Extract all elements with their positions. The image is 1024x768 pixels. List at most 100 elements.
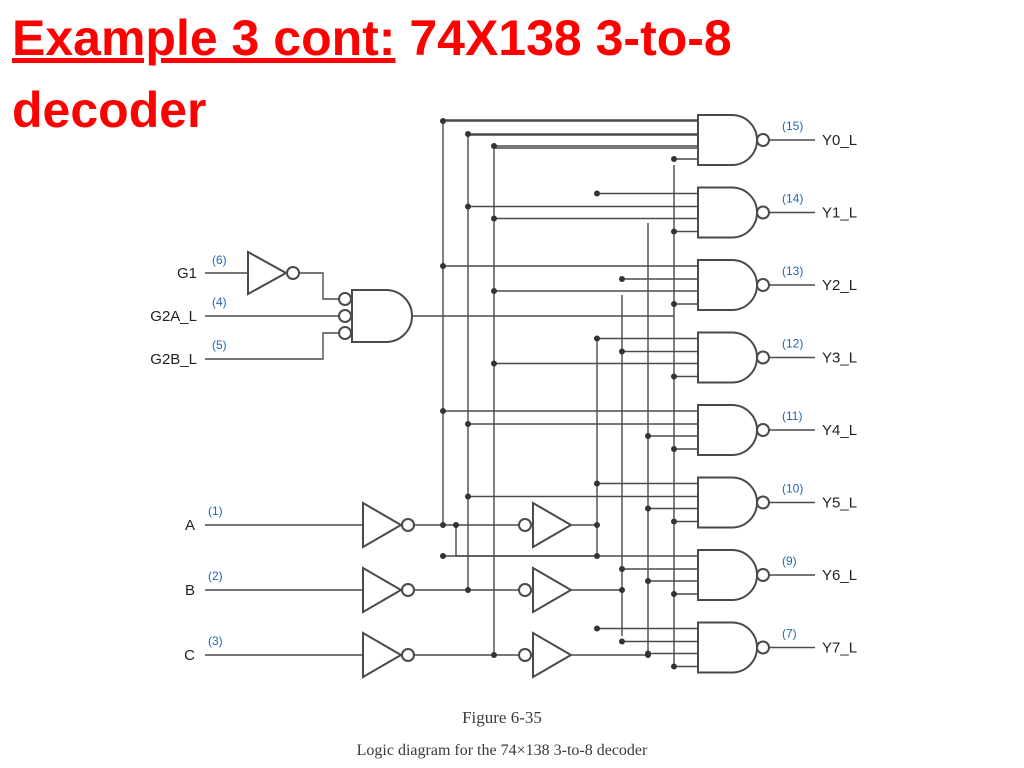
nand-gate-y1 bbox=[697, 186, 758, 239]
output-label-y7: Y7_L bbox=[822, 640, 857, 657]
junction-dot bbox=[440, 118, 446, 124]
input-label-g2a: G2A_L bbox=[150, 308, 197, 325]
nand-gate-y0 bbox=[697, 114, 758, 166]
input-label-a: A bbox=[185, 517, 195, 534]
junctions bbox=[440, 118, 677, 670]
junction-dot bbox=[440, 522, 446, 528]
buffer-c-bubble bbox=[518, 648, 532, 662]
buffer-a-bubble bbox=[518, 518, 532, 532]
enable-bubble-1 bbox=[338, 292, 352, 306]
junction-dot bbox=[619, 348, 625, 355]
pin-label-a: (1) bbox=[208, 504, 223, 518]
nand-gate-y3-bubble bbox=[756, 350, 770, 365]
junction-dot bbox=[491, 288, 497, 294]
junction-dot bbox=[440, 408, 446, 414]
inverter-a-bubble bbox=[401, 518, 415, 532]
wire bbox=[205, 332, 339, 360]
junction-dot bbox=[671, 373, 677, 380]
junction-dot bbox=[671, 663, 677, 670]
enable-bubble-2 bbox=[338, 309, 352, 323]
buffer-b bbox=[532, 566, 573, 614]
nand-gate-y6 bbox=[697, 549, 758, 601]
enable-and-gate bbox=[351, 289, 413, 343]
input-label-b: B bbox=[185, 582, 195, 599]
junction-dot bbox=[645, 505, 651, 512]
output-label-y6: Y6_L bbox=[822, 567, 857, 584]
output-label-y2: Y2_L bbox=[822, 277, 857, 294]
figure-caption: Logic diagram for the 74×138 3-to-8 deco… bbox=[356, 742, 648, 759]
pin-label-g2a: (4) bbox=[212, 295, 227, 309]
junction-dot bbox=[491, 360, 497, 367]
junction-dot bbox=[491, 143, 497, 149]
buffer-b-bubble bbox=[518, 583, 532, 597]
inverter-g1 bbox=[247, 250, 289, 296]
pin-label-y0: (15) bbox=[782, 119, 803, 133]
pin-label-y4: (11) bbox=[782, 409, 802, 423]
pin-label-y1: (14) bbox=[782, 192, 803, 206]
buffer-a bbox=[532, 501, 573, 549]
input-label-g1: G1 bbox=[177, 265, 197, 282]
junction-dot bbox=[645, 578, 651, 584]
inverter-c-bubble bbox=[401, 648, 415, 662]
junction-dot bbox=[440, 553, 446, 559]
wire bbox=[299, 272, 339, 300]
labels: G1(6)G2A_L(4)G2B_L(5)A(1)B(2)C(3)(15)Y0_… bbox=[150, 119, 857, 664]
junction-dot bbox=[465, 587, 471, 593]
junction-dot bbox=[671, 591, 677, 597]
pin-label-g2b: (5) bbox=[212, 338, 227, 352]
junction-dot bbox=[671, 301, 677, 307]
junction-dot bbox=[671, 518, 677, 525]
nand-gate-y7-bubble bbox=[756, 640, 770, 655]
input-label-c: C bbox=[184, 647, 195, 664]
output-label-y0: Y0_L bbox=[822, 132, 857, 149]
junction-dot bbox=[594, 190, 600, 197]
inverter-b bbox=[362, 566, 403, 614]
junction-dot bbox=[671, 228, 677, 235]
inverter-b-bubble bbox=[401, 583, 415, 597]
pin-label-y2: (13) bbox=[782, 264, 803, 278]
title-lead: Example 3 cont: bbox=[12, 10, 396, 66]
output-label-y3: Y3_L bbox=[822, 350, 857, 367]
junction-dot bbox=[671, 156, 677, 162]
gates bbox=[247, 114, 770, 679]
junction-dot bbox=[465, 203, 471, 210]
nand-gate-y5-bubble bbox=[756, 495, 770, 510]
pin-label-g1: (6) bbox=[212, 253, 227, 267]
nand-gate-y1-bubble bbox=[756, 205, 770, 220]
title-rest: 74X138 3-to-8 decoder bbox=[12, 10, 732, 138]
junction-dot bbox=[594, 480, 600, 487]
inverter-c bbox=[362, 631, 403, 679]
junction-dot bbox=[465, 421, 471, 427]
junction-dot bbox=[465, 493, 471, 500]
junction-dot bbox=[671, 446, 677, 452]
nand-gate-y3 bbox=[697, 331, 758, 384]
nand-gate-y5 bbox=[697, 476, 758, 529]
output-label-y5: Y5_L bbox=[822, 495, 857, 512]
junction-dot bbox=[440, 263, 446, 269]
junction-dot bbox=[619, 276, 625, 282]
junction-dot bbox=[491, 215, 497, 222]
pin-label-y6: (9) bbox=[782, 554, 797, 568]
slide-title: Example 3 cont: 74X138 3-to-8 decoder bbox=[12, 2, 1012, 146]
nand-gate-y4 bbox=[697, 404, 758, 456]
junction-dot bbox=[453, 522, 459, 528]
output-label-y4: Y4_L bbox=[822, 422, 857, 439]
pin-label-y3: (12) bbox=[782, 337, 803, 351]
nand-gate-y2 bbox=[697, 259, 758, 311]
junction-dot bbox=[619, 638, 625, 645]
junction-dot bbox=[619, 587, 625, 593]
nand-gate-y7 bbox=[697, 621, 758, 674]
buffer-c bbox=[532, 631, 573, 679]
junction-dot bbox=[594, 553, 600, 559]
inverter-g1-bubble bbox=[286, 266, 300, 280]
junction-dot bbox=[645, 433, 651, 439]
junction-dot bbox=[594, 335, 600, 342]
pin-label-y5: (10) bbox=[782, 482, 803, 496]
junction-dot bbox=[619, 566, 625, 572]
output-label-y1: Y1_L bbox=[822, 205, 857, 222]
junction-dot bbox=[645, 650, 651, 657]
pin-label-y7: (7) bbox=[782, 627, 797, 641]
figure-number: Figure 6-35 bbox=[462, 708, 542, 727]
nand-gate-y4-bubble bbox=[756, 423, 770, 437]
